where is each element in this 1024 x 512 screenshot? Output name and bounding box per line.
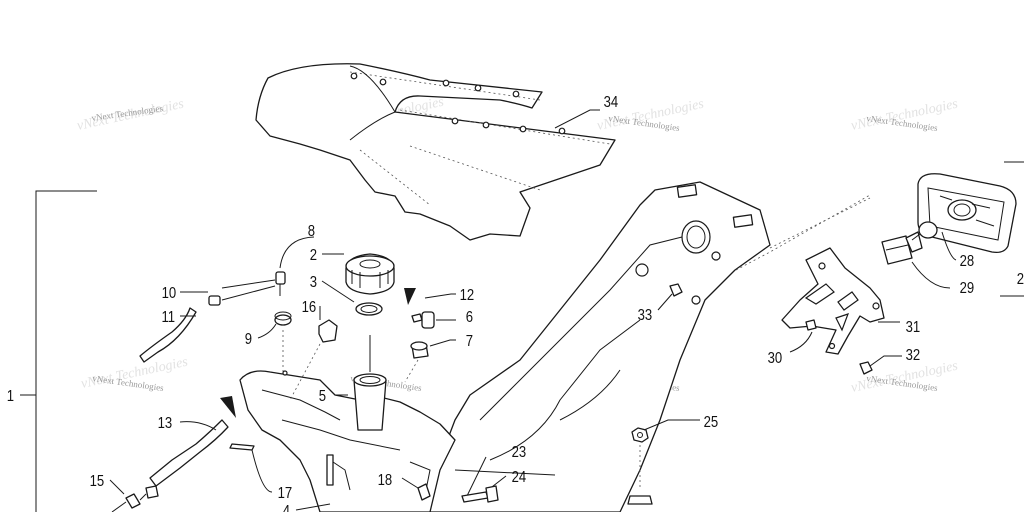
return-fitting: [411, 311, 435, 329]
callout-32: 32: [906, 347, 921, 364]
callout-34: 34: [604, 94, 619, 111]
callout-9: 9: [245, 331, 252, 348]
fill-opening: [681, 220, 711, 254]
seat: [255, 63, 616, 241]
fuel-cap: [345, 253, 395, 295]
callout-3: 3: [310, 274, 317, 291]
callout-18: 18: [378, 472, 393, 489]
callout-31: 31: [906, 319, 921, 336]
rear-body: [419, 181, 871, 512]
fuel-sender-clip: [289, 319, 338, 401]
callout-25: 25: [704, 414, 719, 431]
nut: [627, 427, 653, 505]
callout-13: 13: [158, 415, 173, 432]
cap-gasket: [355, 302, 383, 316]
callout-23: 23: [512, 444, 527, 461]
callout-10: 10: [162, 285, 177, 302]
fastener: [669, 283, 683, 297]
vent-valve: [274, 271, 292, 376]
callout-8: 8: [308, 223, 315, 240]
fuel-filter: [111, 485, 159, 512]
callout-24: 24: [512, 469, 527, 486]
direction-arrow: [220, 396, 236, 418]
hose-fitting: [208, 295, 221, 306]
assembly-bracket-edge: 2: [769, 161, 1024, 297]
callout-15: 15: [90, 473, 105, 490]
callout-6: 6: [466, 309, 473, 326]
tank-strap-clip: [229, 443, 255, 451]
bulb-socket: [881, 231, 923, 265]
callout-5: 5: [319, 388, 326, 405]
callout-29: 29: [960, 280, 975, 297]
taillight: [917, 173, 1017, 254]
fuel-pickup: [404, 341, 429, 383]
callout-16: 16: [302, 299, 317, 316]
screw: [805, 319, 817, 331]
callout-30: 30: [768, 350, 783, 367]
callout-11: 11: [161, 309, 175, 326]
callout-12: 12: [460, 287, 475, 304]
mounting-clip: [417, 483, 431, 501]
callout-17: 17: [278, 485, 293, 502]
callout-4: 4: [283, 503, 290, 512]
bolt: [461, 485, 499, 503]
filler-neck: [353, 373, 387, 431]
direction-arrow: [404, 288, 416, 305]
callout-edge: 2: [1017, 271, 1024, 288]
callout-7: 7: [466, 333, 473, 350]
fuel-line: [149, 419, 229, 487]
bulb: [911, 221, 938, 241]
callout-1: 1: [7, 388, 14, 405]
seat-rivets: [350, 72, 566, 135]
lock-nut: [859, 361, 873, 375]
taillight-bracket: [781, 247, 885, 355]
vent-hose: [139, 307, 197, 363]
assembly-bracket-1: 1: [7, 190, 97, 512]
callout-28: 28: [960, 253, 975, 270]
callout-33: 33: [638, 307, 653, 324]
callout-2: 2: [310, 247, 317, 264]
